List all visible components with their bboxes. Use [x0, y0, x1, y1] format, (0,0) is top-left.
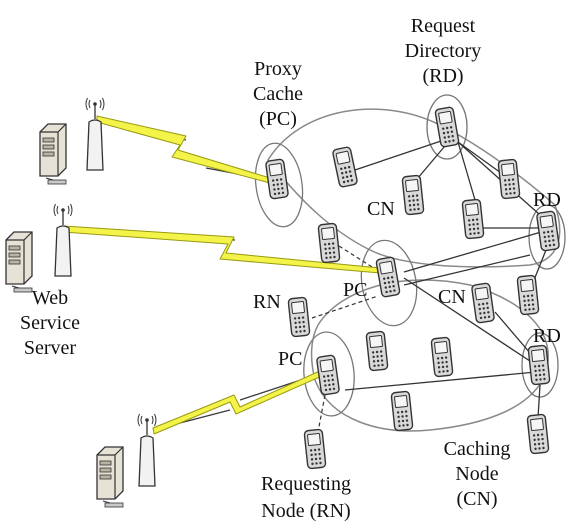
rd-right-ring: [528, 204, 566, 270]
pc-top-ring: [254, 142, 304, 228]
server-icon: [96, 446, 124, 508]
antenna-tower-icon: [53, 203, 73, 277]
caching-node-phone-icon: [526, 413, 550, 455]
mobile-phone-icon: [516, 274, 540, 316]
mobile-phone-icon: [390, 390, 414, 432]
proxy-cache-phone-icon: [264, 158, 290, 200]
proxy-cache-label-line1: Proxy: [254, 58, 302, 80]
pc-bottom-ring: [303, 331, 355, 417]
proxy-cache-label-line2: Cache: [253, 83, 303, 105]
web-service-server-label-line1: Web: [32, 287, 68, 309]
mobile-phone-icon: [430, 336, 454, 378]
cn-label: CN: [438, 286, 466, 308]
wireless-link-bottom: [152, 369, 325, 435]
mobile-phone-icon: [365, 330, 389, 372]
network-boundary-lower: [310, 279, 549, 432]
antenna-tower-icon: [137, 413, 157, 487]
request-directory-label-line2: Directory: [405, 40, 482, 62]
mobile-phone-icon: [331, 145, 359, 189]
mobile-phone-icon: [497, 158, 521, 200]
requesting-node-phone-icon: [287, 296, 311, 338]
server-icon: [39, 123, 67, 185]
rd-label: RD: [533, 189, 561, 211]
mobile-phone-icon: [317, 222, 341, 264]
antenna-tower-icon: [85, 97, 105, 171]
request-directory-phone-icon: [527, 344, 551, 386]
request-links: [311, 245, 381, 433]
requesting-node-label-line1: Requesting: [261, 473, 351, 495]
caching-node-label-line1: Caching: [444, 438, 511, 460]
rd-lower-right-ring: [521, 332, 559, 398]
caching-node-label-line3: (CN): [456, 488, 497, 510]
rn-label: RN: [253, 291, 281, 313]
caching-node-label-line2: Node: [455, 463, 498, 485]
pc-label: PC: [278, 348, 302, 370]
wireless-link-top: [96, 115, 271, 184]
rd-top-ring: [426, 94, 468, 160]
proxy-cache-phone-icon: [375, 256, 401, 298]
web-service-server-label-line2: Service: [20, 312, 80, 334]
pc-label: PC: [343, 279, 367, 301]
web-service-server-label-line3: Server: [24, 337, 77, 359]
caching-node-phone-icon: [401, 174, 425, 216]
mobile-nodes: [264, 106, 561, 470]
proxy-cache-label-line3: (PC): [259, 108, 297, 130]
mobile-phone-icon: [461, 198, 485, 240]
request-directory-phone-icon: [434, 106, 460, 148]
request-directory-label-line1: Request: [411, 15, 476, 37]
network-boundary-upper: [267, 108, 561, 268]
requesting-node-label-line2: Node (RN): [261, 500, 350, 522]
request-directory-label-line3: (RD): [422, 65, 463, 87]
caching-node-phone-icon: [470, 282, 496, 324]
requesting-node-phone-icon: [303, 428, 327, 470]
pc-middle-ring: [360, 239, 418, 327]
request-directory-phone-icon: [535, 210, 561, 252]
server-icon: [5, 231, 33, 293]
rd-label: RD: [533, 325, 561, 347]
cn-label: CN: [367, 198, 395, 220]
